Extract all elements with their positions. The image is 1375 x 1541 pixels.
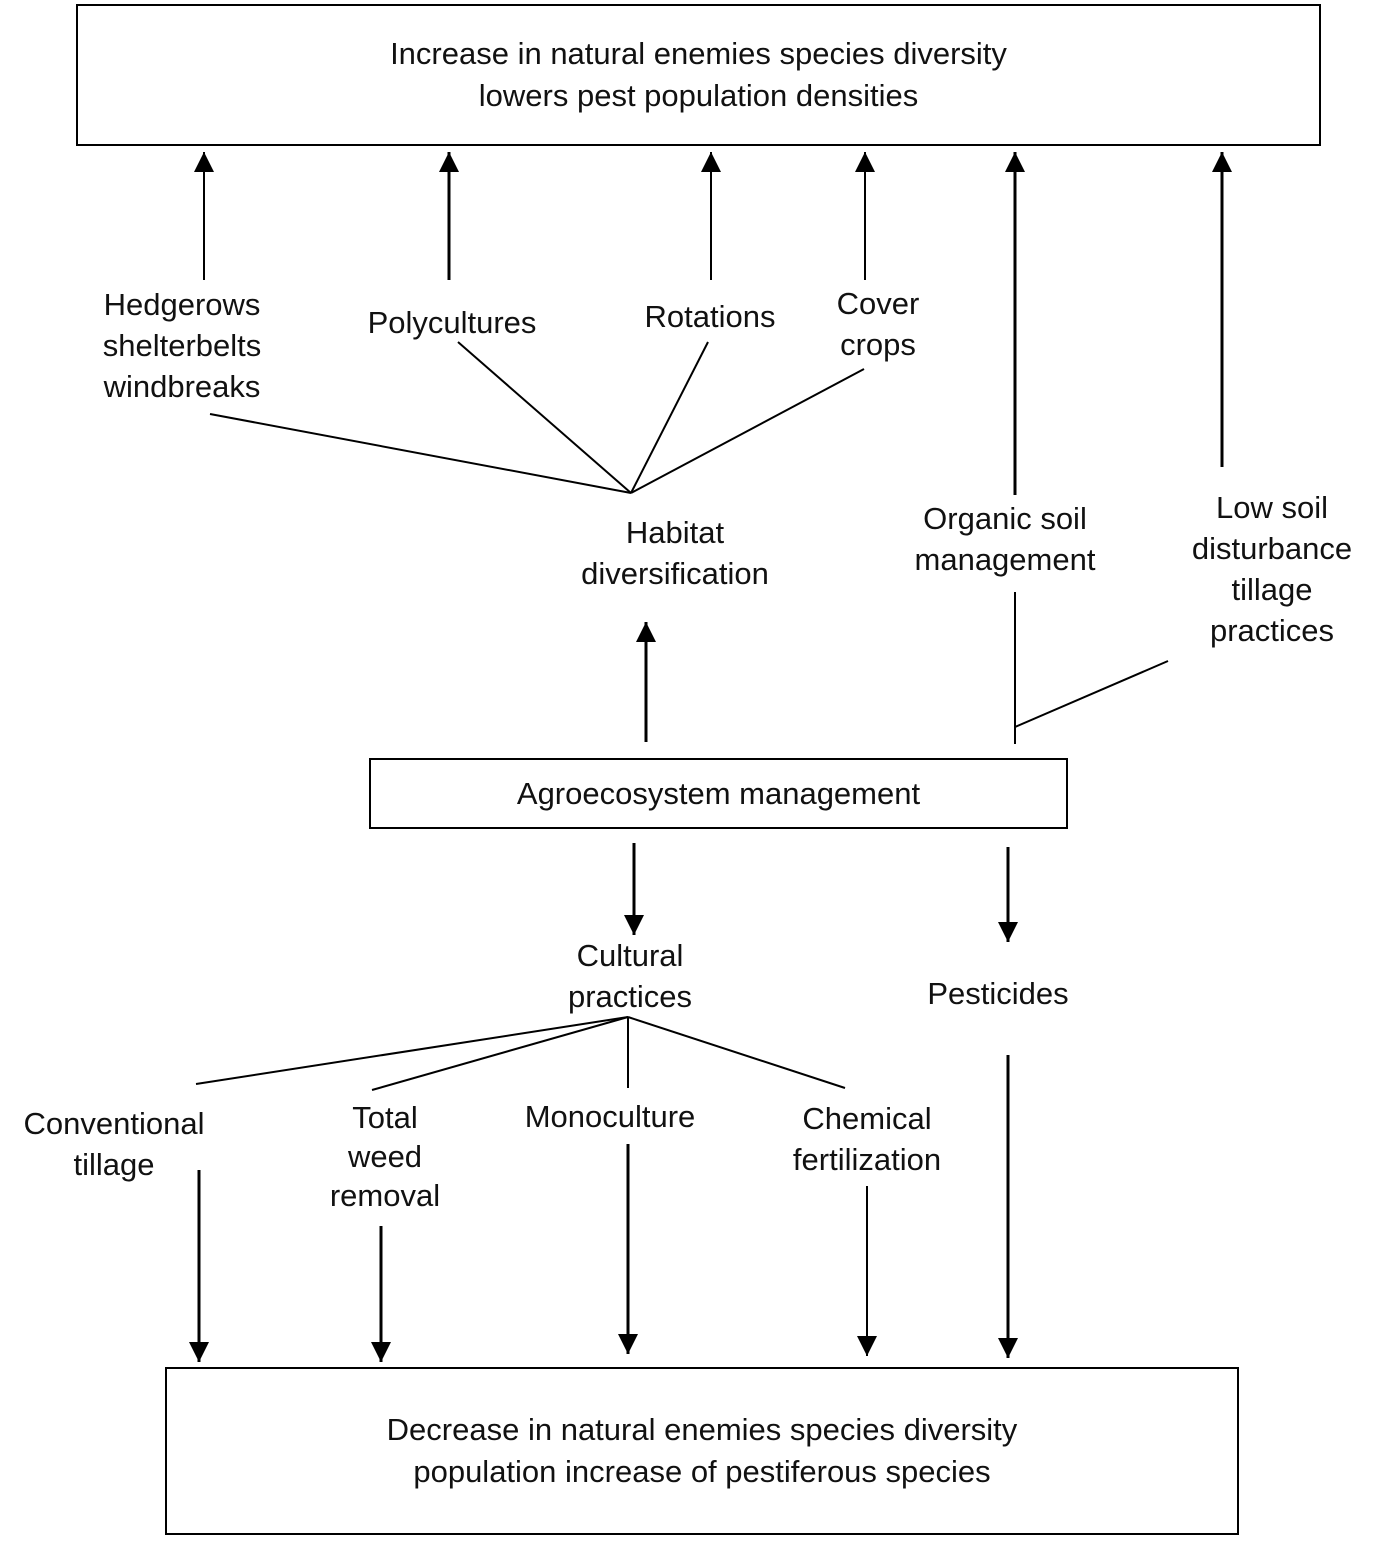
top-outcome-box: Increase in natural enemies species dive…	[76, 4, 1321, 146]
line-rotations-habitat	[630, 341, 709, 494]
hedgerows-label: Hedgerows shelterbelts windbreaks	[102, 287, 262, 404]
habitat-diversification-label: Habitat diversification	[581, 515, 769, 591]
line-hedgerows-habitat	[209, 413, 632, 494]
top-outcome-line1: Increase in natural enemies species dive…	[390, 36, 1007, 71]
agroecosystem-management-box: Agroecosystem management	[369, 758, 1068, 829]
cultural-practices-label: Cultural practices	[567, 938, 693, 1014]
total-weed-removal-label: Total weed removal	[329, 1100, 441, 1213]
bottom-outcome-box: Decrease in natural enemies species dive…	[165, 1367, 1239, 1535]
line-cultural-weed	[371, 1016, 629, 1091]
chemical-fertilization-label: Chemical fertilization	[792, 1101, 942, 1177]
organic-soil-label: Organic soil management	[914, 501, 1096, 577]
line-cultural-conventional	[195, 1016, 629, 1085]
line-cover-crops-habitat	[630, 368, 865, 494]
low-soil-disturbance-label: Low soil disturbance tillage practices	[1191, 490, 1353, 648]
bottom-outcome-line1: Decrease in natural enemies species dive…	[386, 1412, 1018, 1447]
monoculture-label: Monoculture	[524, 1099, 696, 1134]
agroecosystem-management-label: Agroecosystem management	[516, 775, 921, 811]
conventional-tillage-label: Conventional tillage	[23, 1106, 205, 1182]
line-polycultures-habitat	[457, 341, 632, 494]
line-management-low-soil	[1014, 660, 1169, 728]
line-cultural-chemical	[627, 1016, 846, 1089]
pesticides-label: Pesticides	[927, 976, 1069, 1011]
top-outcome-line2: lowers pest population densities	[478, 78, 919, 113]
rotations-label: Rotations	[644, 299, 776, 334]
cover-crops-label: Cover crops	[836, 286, 920, 362]
polycultures-label: Polycultures	[367, 305, 537, 340]
bottom-outcome-line2: population increase of pestiferous speci…	[413, 1454, 991, 1489]
